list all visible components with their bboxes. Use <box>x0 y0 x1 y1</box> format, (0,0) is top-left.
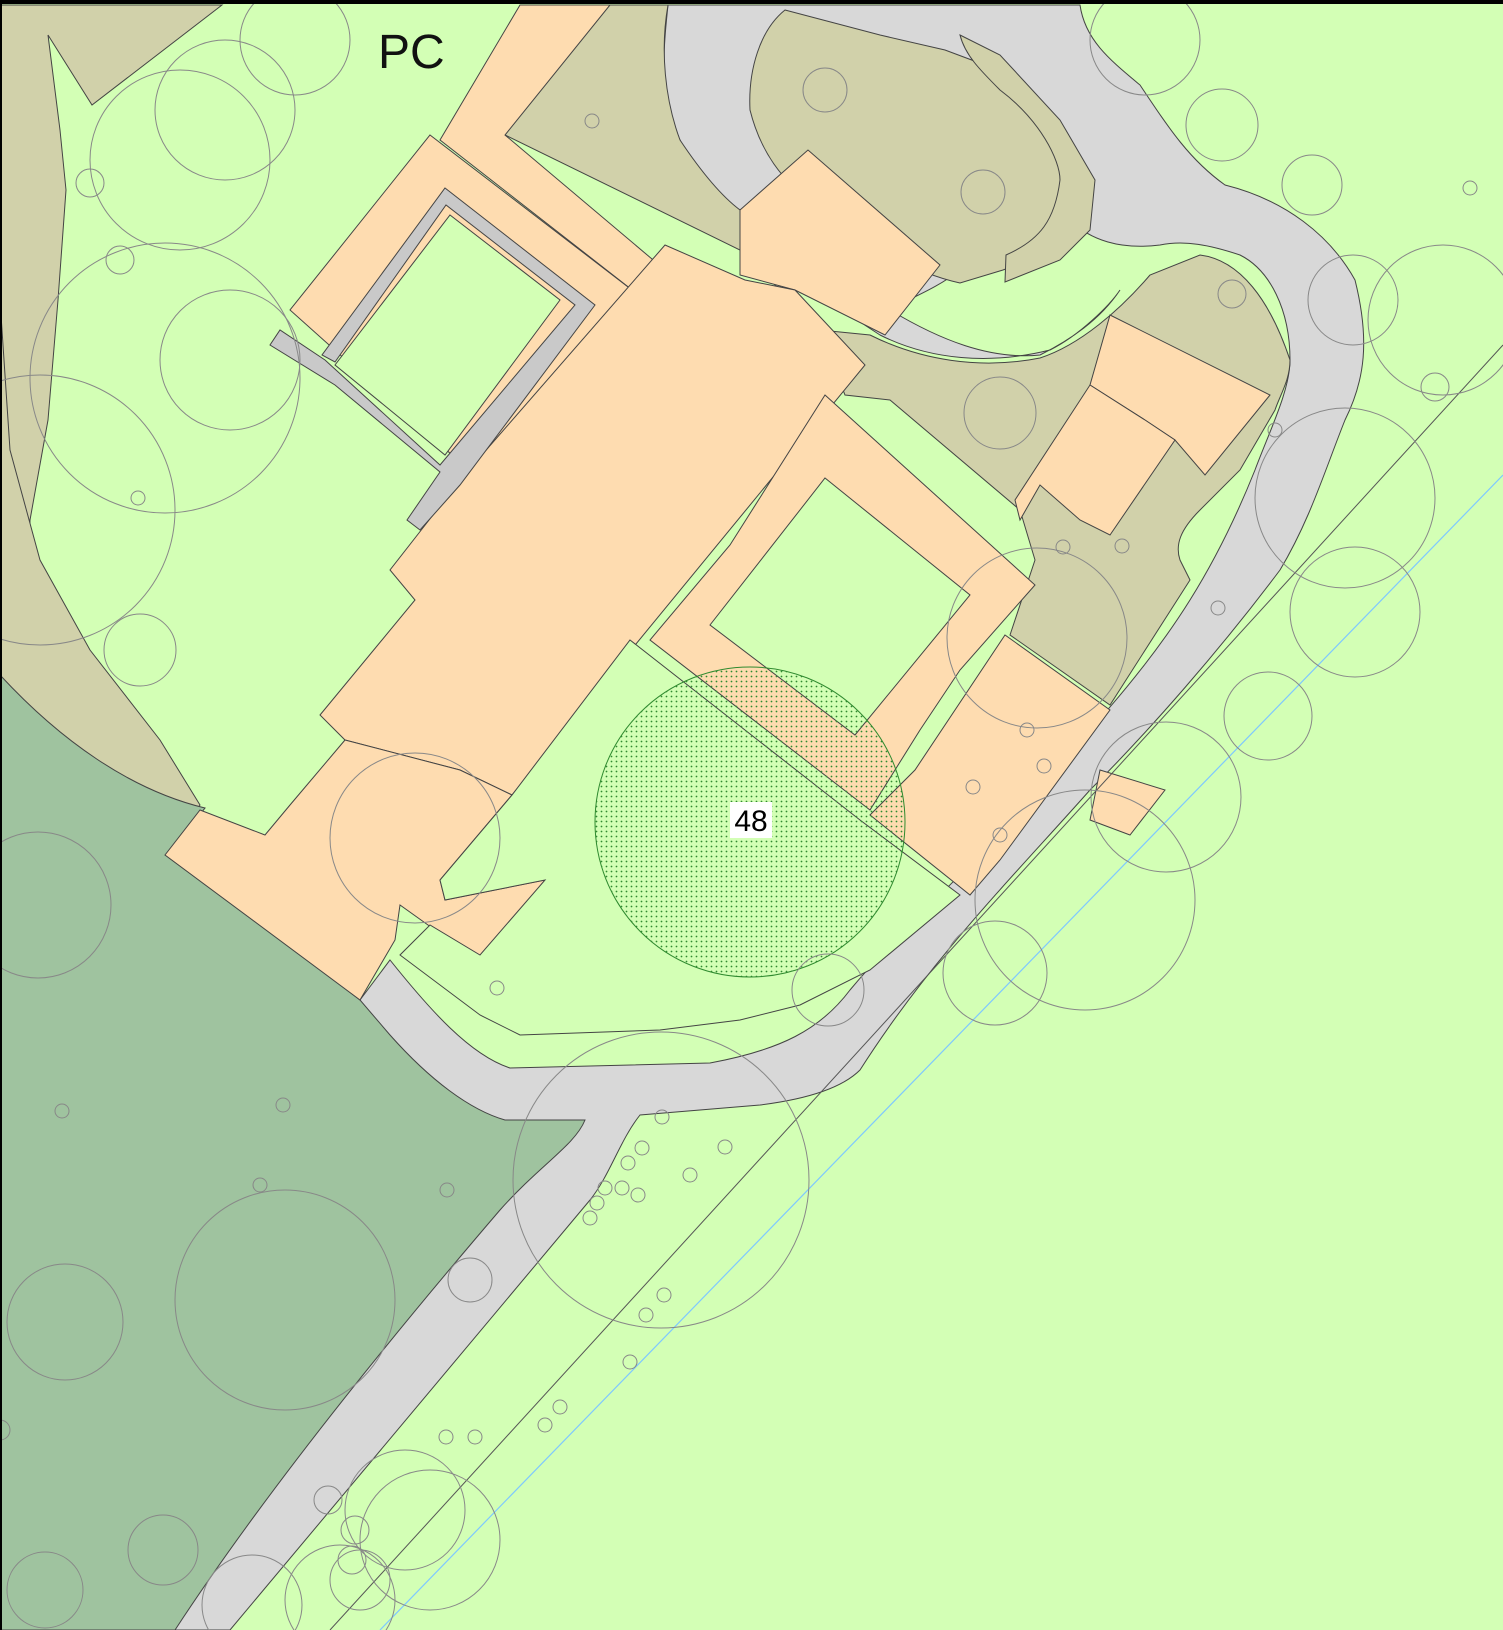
tree-canopy-outline <box>252 1177 268 1193</box>
tree-canopy-outline <box>154 39 296 181</box>
tree-canopy-outline <box>622 1354 638 1370</box>
courtyard-wall <box>269 187 596 531</box>
tree-canopy-outline <box>130 490 146 506</box>
tree-canopy-outline <box>359 1469 501 1611</box>
tree-canopy-outline <box>159 289 301 431</box>
tree-canopy-outline <box>105 245 135 275</box>
tree-canopy-outline <box>75 168 105 198</box>
tree-48-label-box <box>730 802 772 838</box>
tree-canopy-outline <box>537 1417 553 1433</box>
courtyard-lawn-north <box>334 214 561 456</box>
tree-canopy-outline <box>447 1257 493 1303</box>
tree-canopy-outline <box>614 1180 630 1196</box>
tree-canopy-outline <box>1289 546 1421 678</box>
tree-canopy-outline <box>963 376 1037 450</box>
tree-canopy-outline <box>630 1187 646 1203</box>
tree-canopy-outline <box>1267 422 1283 438</box>
tree-canopy-outline <box>313 1485 343 1515</box>
tree-canopy-outline <box>620 1155 636 1171</box>
tree-canopy-outline <box>960 169 1006 215</box>
tree-canopy-outline <box>439 1182 455 1198</box>
utility-service-line <box>379 474 1503 1630</box>
tree-canopy-outline <box>582 1210 598 1226</box>
building-east-block <box>739 149 941 336</box>
tree-canopy-outline <box>1089 0 1201 96</box>
tree-canopy-outline <box>992 827 1008 843</box>
building-south-porch <box>1089 769 1166 836</box>
site-boundary-line <box>329 344 1503 1630</box>
tree-canopy-outline <box>329 752 501 924</box>
tree-canopy-outline <box>275 1097 291 1113</box>
tree-canopy-outline <box>638 1307 654 1323</box>
tree-canopy-outline <box>201 1554 303 1630</box>
tree-canopy-outline <box>1019 722 1035 738</box>
tree-canopy-outline <box>1114 538 1130 554</box>
tree-canopy-outline <box>438 1429 454 1445</box>
tree-canopy-outline <box>597 1180 613 1196</box>
building-southeast-block <box>869 634 1111 896</box>
tree-canopy-outline <box>54 1103 70 1119</box>
tree-canopy-outline <box>6 1551 84 1629</box>
tree-canopy-outline <box>634 1140 650 1156</box>
tree-canopy-outline <box>29 242 301 514</box>
tree-canopy-outline <box>656 1287 672 1303</box>
tree-canopy-outline <box>802 67 848 113</box>
tree-canopy-outline <box>1307 254 1399 346</box>
tree-canopy-outline <box>239 0 351 96</box>
planting-bed-drive-island-inner <box>959 34 1096 283</box>
tree-canopy-outline <box>1281 154 1343 216</box>
tree-canopy-outline <box>0 1419 11 1441</box>
tree-canopy-outline <box>1090 721 1242 873</box>
tree-canopy-outline <box>942 920 1048 1026</box>
tree-canopy-outline <box>103 613 177 687</box>
tree-canopy-outline <box>584 113 600 129</box>
tree-canopy-outline <box>589 1195 605 1211</box>
tree-canopy-outline <box>791 953 865 1027</box>
tree-canopy-outline <box>1254 407 1436 589</box>
tree-canopy-outline <box>654 1109 670 1125</box>
tree-canopy-outline <box>946 547 1128 729</box>
tree-canopy-outline <box>127 1514 199 1586</box>
tree-canopy-outline <box>1420 372 1450 402</box>
zone-label: PC <box>378 26 445 79</box>
tree-canopy-outline <box>340 1515 370 1545</box>
tree-canopy-outline <box>965 779 981 795</box>
tree-canopy-outline <box>174 1189 396 1411</box>
tree-48-label: 48 <box>734 805 767 838</box>
tree-canopy-outline <box>682 1167 698 1183</box>
tree-canopy-outline <box>0 831 112 979</box>
tree-canopy-outline <box>329 1549 391 1611</box>
tree-canopy-outline <box>89 69 271 251</box>
tree-canopy-outline <box>6 1263 124 1381</box>
tree-canopy-outline <box>1210 600 1226 616</box>
tree-canopy-outline <box>1367 244 1503 396</box>
tree-canopy-outline <box>717 1139 733 1155</box>
tree-canopy-outline <box>1055 539 1071 555</box>
tree-canopy-outline <box>512 1031 810 1329</box>
tree-canopy-outline <box>1462 180 1478 196</box>
tree-canopy-outline <box>1217 279 1247 309</box>
tree-canopy-outline <box>552 1399 568 1415</box>
tree-canopy-outline <box>284 1544 396 1630</box>
tree-canopy-outline <box>974 789 1196 1011</box>
tree-canopy-outline <box>344 1449 466 1571</box>
tree-canopy-outline <box>1036 758 1052 774</box>
drive-path <box>174 4 1365 1630</box>
tree-canopy-outline <box>0 374 176 646</box>
tree-canopy-outline <box>467 1429 483 1445</box>
tree-canopy-outline <box>1185 88 1259 162</box>
tree-canopy-outline <box>1223 671 1313 761</box>
tree-canopy-outline <box>489 980 505 996</box>
building-east-annex-step <box>1014 384 1176 536</box>
